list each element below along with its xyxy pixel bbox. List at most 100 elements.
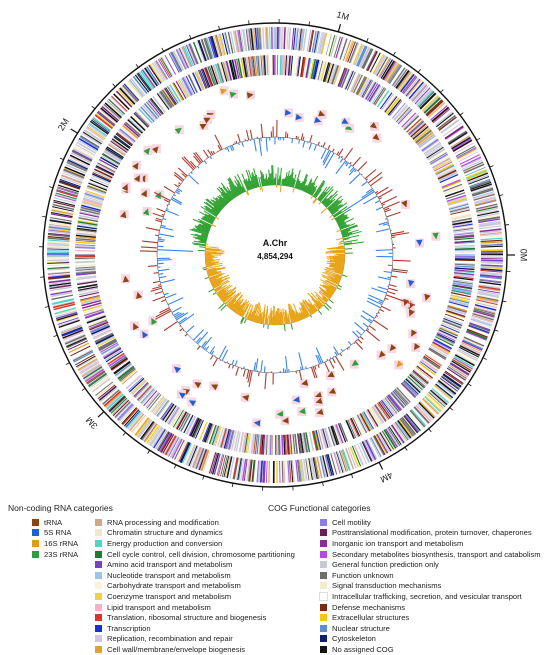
gc-content-bar <box>159 274 164 275</box>
gc-content-bar <box>392 237 396 238</box>
gc-content-bar <box>360 337 363 340</box>
gc-content-bar <box>328 145 330 149</box>
gc-content-bar <box>341 156 342 157</box>
cog-gene-mark <box>47 249 69 250</box>
cog-gene-mark <box>75 265 95 266</box>
cog-gene-mark <box>75 242 95 243</box>
scale-tick <box>483 358 487 360</box>
gc-content-bar <box>166 209 168 210</box>
gc-content-bar <box>347 348 348 349</box>
gc-content-bar <box>186 326 194 333</box>
gc-content-bar <box>306 367 307 369</box>
ncrna-legend-label: 5S RNA <box>44 528 71 537</box>
cog-legend-swatch <box>95 604 102 611</box>
cog-gene-mark <box>75 247 95 248</box>
gc-skew-bar <box>291 323 293 329</box>
cog-gene-mark <box>265 435 266 455</box>
cog-legend-swatch <box>320 582 327 589</box>
ncrna-legend-label: 16S rRNA <box>44 539 78 548</box>
gc-skew-bar <box>199 247 205 248</box>
cog-legend-label: Intracellular trafficking, secretion, an… <box>332 592 522 601</box>
gc-skew-bar <box>244 319 246 323</box>
gc-content-bar <box>337 152 339 155</box>
gc-content-bar <box>213 151 215 154</box>
scale-tick <box>322 482 323 486</box>
gc-content-bar <box>155 311 171 319</box>
scale-tick <box>60 158 64 160</box>
cog-legend-label: Translation, ribosomal structure and bio… <box>107 613 266 622</box>
gc-content-bar <box>349 347 350 348</box>
gc-content-bar <box>242 142 243 147</box>
cog-legend-label: Carbohydrate transport and metabolism <box>107 581 241 590</box>
gc-content-bar <box>155 291 163 294</box>
gc-content-bar <box>303 137 304 141</box>
cog-gene-mark <box>47 246 69 247</box>
cog-gene-mark <box>293 56 295 76</box>
gc-content-bar <box>153 296 165 300</box>
scale-tick <box>189 35 190 39</box>
gc-content-bar <box>358 162 367 171</box>
gc-content-bar <box>219 346 226 359</box>
gc-content-bar <box>182 158 194 170</box>
gc-content-bar <box>373 320 387 329</box>
scale-tick <box>351 474 352 478</box>
gc-content-bar <box>387 277 390 278</box>
scale-tick <box>490 166 494 168</box>
gc-content-bar <box>167 205 168 206</box>
gc-skew-bar <box>319 202 321 204</box>
gc-content-bar <box>376 207 383 210</box>
gc-skew-bar <box>331 218 334 220</box>
cog-legend-label: Posttranslational modification, protein … <box>332 528 532 537</box>
cog-gene-mark <box>261 55 262 75</box>
cog-legend-item: Energy production and conversion <box>95 538 295 549</box>
scale-tick <box>136 64 138 67</box>
cog-gene-mark <box>286 27 287 49</box>
gc-content-bar <box>148 266 158 267</box>
gc-content-bar <box>183 330 184 331</box>
gc-content-bar <box>254 139 256 151</box>
cog-legend-label: Extracellular structures <box>332 613 409 622</box>
gc-skew-bar <box>311 196 313 199</box>
gc-content-bar <box>357 331 362 336</box>
gc-content-bar <box>158 285 161 286</box>
gc-content-bar <box>178 183 180 185</box>
scale-tick <box>393 52 395 55</box>
cog-legend-item: Extracellular structures <box>320 612 541 623</box>
ncrna-legend-swatch <box>32 519 39 526</box>
gc-content-bar <box>157 260 172 261</box>
gc-skew-bar <box>344 240 358 243</box>
cog-legend-swatch <box>95 625 102 632</box>
gc-content-bar <box>227 361 228 362</box>
gc-content-bar <box>376 313 377 314</box>
cog-legend-swatch <box>95 561 102 568</box>
cog-gene-mark <box>269 461 270 483</box>
cog-gene-mark <box>266 461 267 483</box>
scale-label: 1M <box>335 9 350 22</box>
gc-content-bar <box>232 360 234 365</box>
cog-gene-mark <box>75 245 95 246</box>
gc-content-bar <box>354 170 356 172</box>
gc-content-bar <box>384 202 400 209</box>
cog-gene-mark <box>267 55 268 75</box>
gc-content-bar <box>261 124 262 138</box>
gc-content-bar <box>388 288 397 291</box>
chromosome-length: 4,854,294 <box>257 252 293 261</box>
scale-tick <box>162 48 164 52</box>
cog-legend-label: No assigned COG <box>332 645 394 654</box>
ncrna-legend-item: 5S RNA <box>32 528 78 539</box>
gc-content-bar <box>210 355 213 359</box>
gc-content-bar <box>338 157 340 159</box>
cog-legend-title: COG Functional categories <box>268 503 371 513</box>
gc-content-bar <box>166 210 179 215</box>
ncrna-legend-swatch <box>32 540 39 547</box>
cog-gene-mark <box>75 262 95 263</box>
gc-content-bar <box>178 185 179 186</box>
cog-gene-mark <box>284 55 285 75</box>
gc-content-bar <box>142 241 158 243</box>
cog-gene-mark <box>455 249 475 250</box>
cog-gene-mark <box>263 27 264 49</box>
cog-legend-item: Carbohydrate transport and metabolism <box>95 581 295 592</box>
scale-label: 3M <box>84 415 100 431</box>
gc-content-bar <box>349 165 352 168</box>
